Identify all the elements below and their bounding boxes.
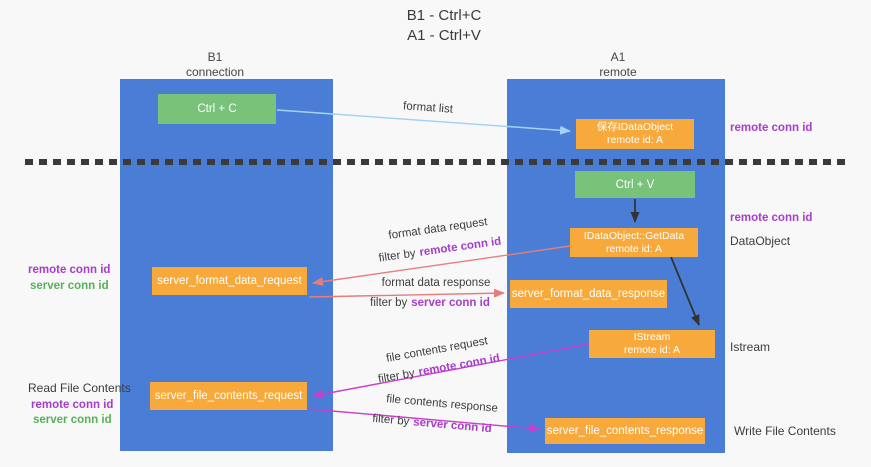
filter-by-text: filter by [378, 247, 417, 265]
getdata-line1: IDataObject::GetData [583, 229, 685, 242]
side-server-conn-id-left2: server conn id [33, 414, 112, 426]
side-server-conn-id-left1: server conn id [30, 280, 109, 292]
save-idataobject-box: 保存IDataObject remote id: A [576, 119, 694, 149]
ctrl-c-label: Ctrl + C [197, 103, 237, 115]
getdata-line2: remote id: A [605, 242, 663, 255]
istream-line2: remote id: A [623, 344, 681, 356]
side-remote-conn-id-left1: remote conn id [28, 264, 111, 276]
istream-box: IStream remote id: A [589, 330, 715, 358]
side-remote-conn-id-top: remote conn id [730, 122, 813, 134]
server-file-contents-response-box: server_file_contents_response [545, 418, 705, 444]
side-dataobject: DataObject [730, 234, 791, 248]
save-idataobject-line2: remote id: A [606, 134, 664, 146]
side-istream: Istream [730, 340, 771, 354]
label-format-list: format list [402, 100, 454, 116]
label-file-contents-response: file contents response [385, 393, 499, 415]
server-conn-id-text: server conn id [412, 416, 493, 436]
server-file-contents-request-box: server_file_contents_request [150, 382, 307, 410]
server-format-data-request-label: server_format_data_request [157, 275, 302, 287]
diagram-title: B1 - Ctrl+C A1 - Ctrl+V [294, 6, 594, 46]
remote-conn-id-text: remote conn id [418, 235, 502, 259]
ctrl-c-box: Ctrl + C [158, 94, 276, 124]
lane-header-b1: B1 connection [155, 50, 275, 80]
getdata-box: IDataObject::GetData remote id: A [570, 228, 698, 257]
label-format-data-request: format data request [387, 216, 489, 242]
save-idataobject-line1: 保存IDataObject [596, 121, 674, 133]
ctrl-v-box: Ctrl + V [575, 171, 695, 198]
filter-by-text: filter by [377, 367, 416, 386]
lane-header-a1: A1 remote [558, 50, 678, 80]
title-line-1: B1 - Ctrl+C [406, 7, 482, 24]
side-read-file-contents: Read File Contents [28, 381, 131, 395]
lane-a1-name: A1 [610, 50, 626, 64]
side-remote-conn-id-left2: remote conn id [31, 399, 114, 411]
lane-a1-role: remote [599, 65, 637, 79]
server-format-data-response-box: server_format_data_response [510, 280, 667, 308]
server-file-contents-request-label: server_file_contents_request [154, 390, 303, 402]
lane-b1-name: B1 [207, 50, 223, 64]
server-format-data-response-label: server_format_data_response [511, 288, 666, 300]
ctrl-v-label: Ctrl + V [615, 178, 655, 191]
side-write-file-contents: Write File Contents [734, 424, 836, 438]
lane-b1-role: connection [185, 65, 245, 79]
side-remote-conn-id-mid: remote conn id [730, 212, 813, 224]
title-line-2: A1 - Ctrl+V [407, 27, 481, 44]
istream-line1: IStream [633, 331, 671, 343]
server-conn-id-text: server conn id [411, 297, 490, 309]
dashed-separator [25, 159, 847, 165]
server-format-data-request-box: server_format_data_request [152, 267, 307, 295]
server-file-contents-response-label: server_file_contents_response [546, 425, 704, 437]
label-format-data-response: format data response [381, 277, 491, 289]
filter-by-text: filter by [371, 412, 410, 428]
filter-by-text: filter by [370, 297, 408, 309]
